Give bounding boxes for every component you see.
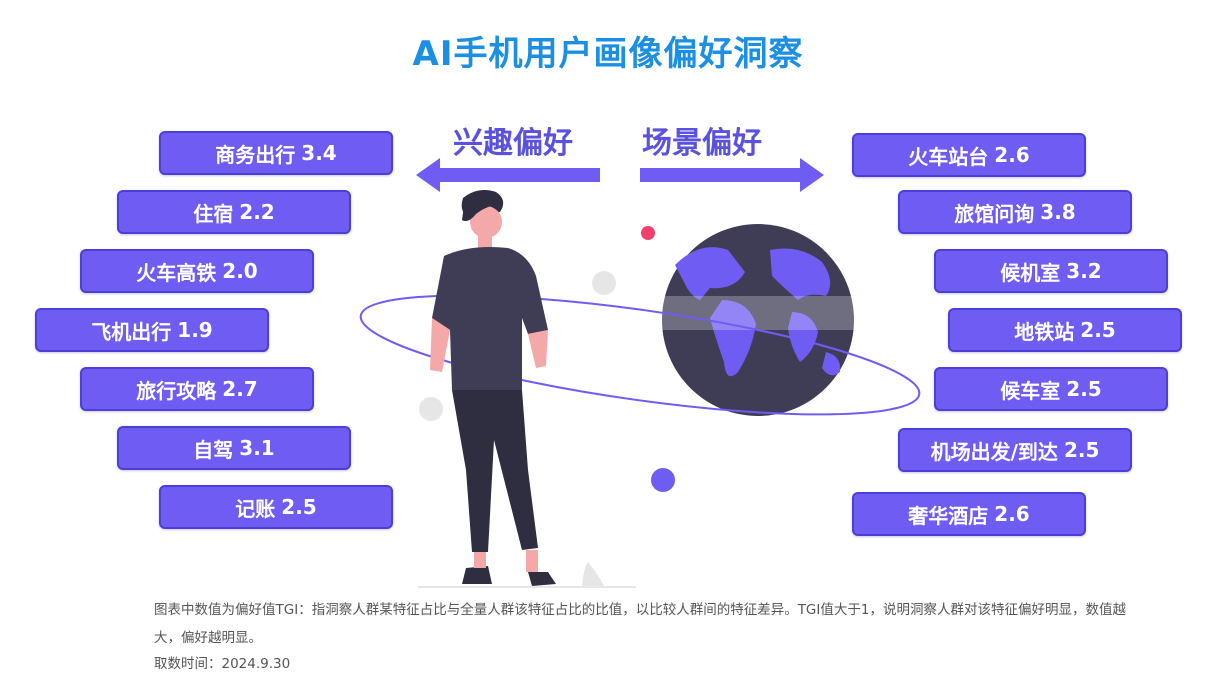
left-arrow-icon xyxy=(416,158,600,192)
scene-item-airport: 机场出发/到达 2.5 xyxy=(898,428,1132,472)
interest-label: 住宿 xyxy=(193,201,234,226)
scene-value: 2.5 xyxy=(1066,377,1102,401)
scene-value: 3.2 xyxy=(1066,259,1102,283)
interest-value: 3.4 xyxy=(301,141,337,165)
gray-dot-icon xyxy=(419,397,443,421)
interest-item-travel-guide: 旅行攻略 2.7 xyxy=(80,367,314,411)
scene-heading: 场景偏好 xyxy=(642,126,762,161)
orbit-line xyxy=(359,294,921,416)
interest-item-business-travel: 商务出行 3.4 xyxy=(159,131,393,175)
scene-value: 3.8 xyxy=(1040,200,1076,224)
interest-label: 商务出行 xyxy=(215,142,296,167)
scene-value: 2.6 xyxy=(994,502,1030,526)
interest-label: 飞机出行 xyxy=(91,319,172,344)
interest-item-flight: 飞机出行 1.9 xyxy=(35,308,269,352)
interest-item-bookkeeping: 记账 2.5 xyxy=(159,485,393,529)
scene-label: 地铁站 xyxy=(1014,319,1075,344)
interest-label: 记账 xyxy=(235,496,276,521)
scene-value: 2.5 xyxy=(1080,318,1116,342)
scene-item-waiting-lounge: 候机室 3.2 xyxy=(934,249,1168,293)
plant-icon xyxy=(582,562,604,586)
interest-value: 2.2 xyxy=(239,200,275,224)
data-date: 取数时间：2024.9.30 xyxy=(154,656,291,672)
purple-dot-icon xyxy=(651,468,675,492)
interest-value: 2.0 xyxy=(222,259,258,283)
scene-label: 火车站台 xyxy=(908,144,989,169)
interest-value: 1.9 xyxy=(177,318,213,342)
footnote: 图表中数值为偏好值TGI：指洞察人群某特征占比与全量人群该特征占比的比值，以比较… xyxy=(154,602,1126,646)
scene-item-waiting-room: 候车室 2.5 xyxy=(934,367,1168,411)
interest-item-lodging: 住宿 2.2 xyxy=(117,190,351,234)
scene-label: 候机室 xyxy=(1000,260,1061,285)
scene-value: 2.6 xyxy=(994,143,1030,167)
interest-label: 自驾 xyxy=(193,437,234,462)
person-standing-icon xyxy=(430,190,556,586)
scene-item-subway-station: 地铁站 2.5 xyxy=(948,308,1182,352)
red-dot-icon xyxy=(641,226,655,240)
scene-item-luxury-hotel: 奢华酒店 2.6 xyxy=(852,492,1086,536)
scene-label: 旅馆问询 xyxy=(954,201,1035,226)
scene-value: 2.5 xyxy=(1063,438,1100,462)
page-title: AI手机用户画像偏好洞察 xyxy=(412,34,804,74)
right-arrow-icon xyxy=(640,158,824,192)
interest-item-self-drive: 自驾 3.1 xyxy=(117,426,351,470)
interest-item-train: 火车高铁 2.0 xyxy=(80,249,314,293)
interest-value: 2.5 xyxy=(281,495,317,519)
scene-label: 奢华酒店 xyxy=(908,503,989,528)
interest-label: 旅行攻略 xyxy=(136,378,217,403)
interest-value: 3.1 xyxy=(239,436,275,460)
scene-label: 机场出发/到达 xyxy=(930,439,1058,464)
scene-item-train-platform: 火车站台 2.6 xyxy=(852,133,1086,177)
scene-label: 候车室 xyxy=(1000,378,1061,403)
interest-heading: 兴趣偏好 xyxy=(453,126,573,161)
scene-item-hotel-inquiry: 旅馆问询 3.8 xyxy=(898,190,1132,234)
interest-label: 火车高铁 xyxy=(136,260,217,285)
globe-icon xyxy=(662,224,854,416)
interest-value: 2.7 xyxy=(222,377,258,401)
gray-dot-icon xyxy=(592,271,616,295)
